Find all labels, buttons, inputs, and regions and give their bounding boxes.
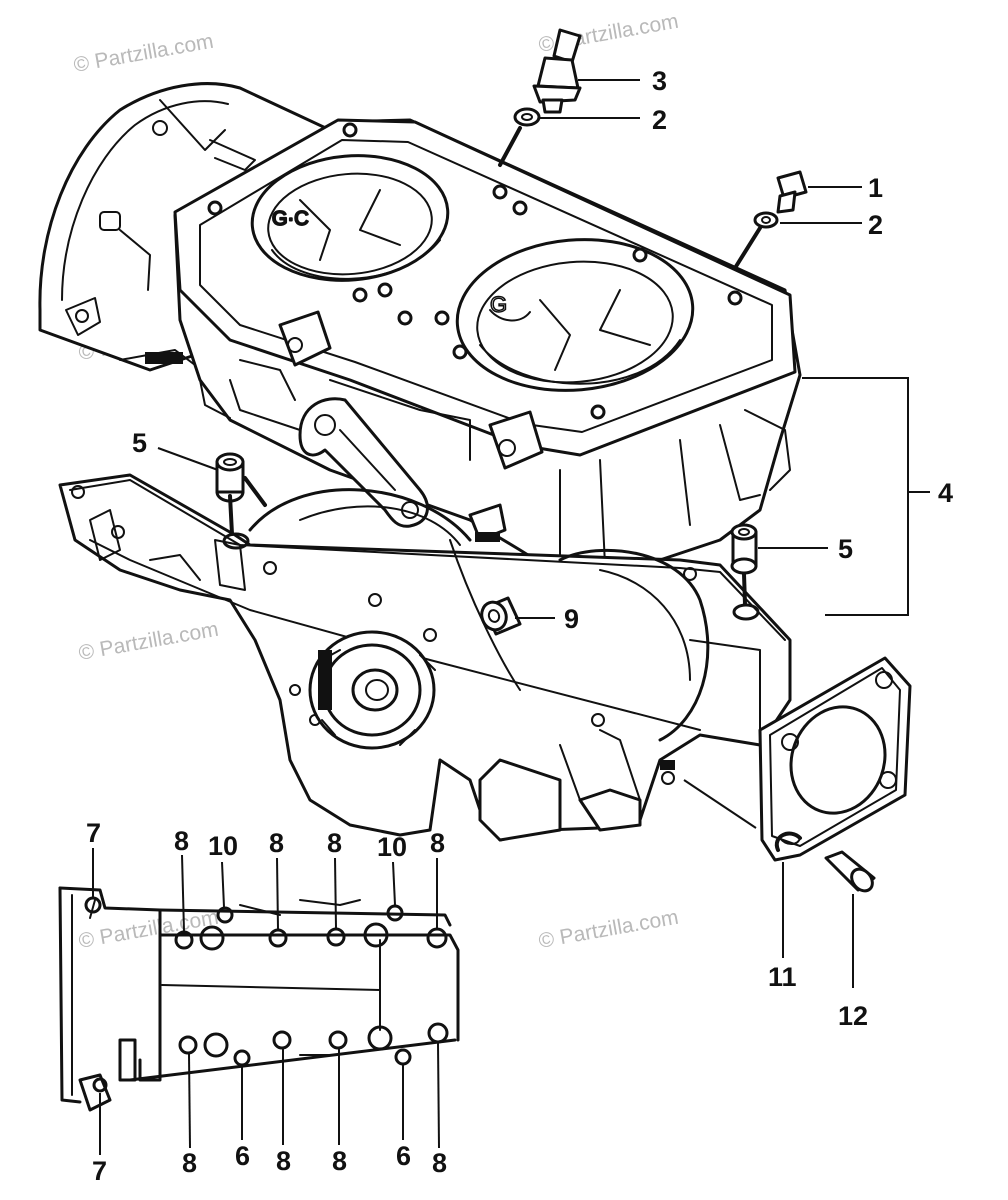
part-5-dowel-right xyxy=(730,523,758,575)
callout-11: 11 xyxy=(768,962,797,992)
callout-8-bottom-3: 8 xyxy=(332,1146,347,1176)
callout-2-right: 2 xyxy=(868,210,883,240)
callout-9: 9 xyxy=(564,604,579,634)
leader-lines xyxy=(157,79,930,988)
callout-3: 3 xyxy=(652,66,667,96)
svg-text:G: G xyxy=(490,292,507,317)
part-2-washer-right xyxy=(753,211,779,229)
watermark: © Partzilla.com xyxy=(537,906,680,953)
lower-crankcase xyxy=(58,473,792,842)
part-5-dowel-left xyxy=(215,452,245,503)
callout-8-top-4: 8 xyxy=(430,828,445,858)
callout-8-bottom-2: 8 xyxy=(276,1146,291,1176)
callout-8-bottom-4: 8 xyxy=(432,1148,447,1178)
part-2-washer-top xyxy=(513,107,541,127)
part-9-bushing xyxy=(480,596,522,636)
callout-labels: 3 2 1 2 4 5 5 9 11 12 7 8 10 8 8 10 8 7 … xyxy=(86,66,953,1186)
callout-2-top: 2 xyxy=(652,105,667,135)
watermark: © Partzilla.com xyxy=(77,906,220,953)
watermark: © Partzilla.com xyxy=(72,30,215,77)
svg-text:G·C: G·C xyxy=(272,208,309,230)
callout-6-bottom-2: 6 xyxy=(396,1141,411,1171)
callout-4: 4 xyxy=(938,478,953,508)
callout-7-top: 7 xyxy=(86,818,101,848)
gasket-plate xyxy=(758,656,912,862)
callout-5-right: 5 xyxy=(838,534,853,564)
callout-10-top-2: 10 xyxy=(377,832,407,862)
callout-8-top-2: 8 xyxy=(269,828,284,858)
callout-8-top-3: 8 xyxy=(327,828,342,858)
part-1-bolt xyxy=(776,170,808,214)
callout-10-top-1: 10 xyxy=(208,831,238,861)
upper-crankcase: G·C G xyxy=(38,82,802,582)
part-12-screw xyxy=(824,850,876,893)
inset-bolt-pattern xyxy=(58,848,460,1155)
callout-12: 12 xyxy=(838,1001,868,1031)
part-11-clip xyxy=(774,831,802,852)
callout-7-bottom: 7 xyxy=(92,1156,107,1186)
part-3-fitting xyxy=(532,28,582,114)
callout-8-top-1: 8 xyxy=(174,826,189,856)
callout-5-left: 5 xyxy=(132,428,147,458)
callout-1: 1 xyxy=(868,173,883,203)
callout-6-bottom-1: 6 xyxy=(235,1141,250,1171)
watermark: © Partzilla.com xyxy=(77,618,220,665)
callout-8-bottom-1: 8 xyxy=(182,1148,197,1178)
